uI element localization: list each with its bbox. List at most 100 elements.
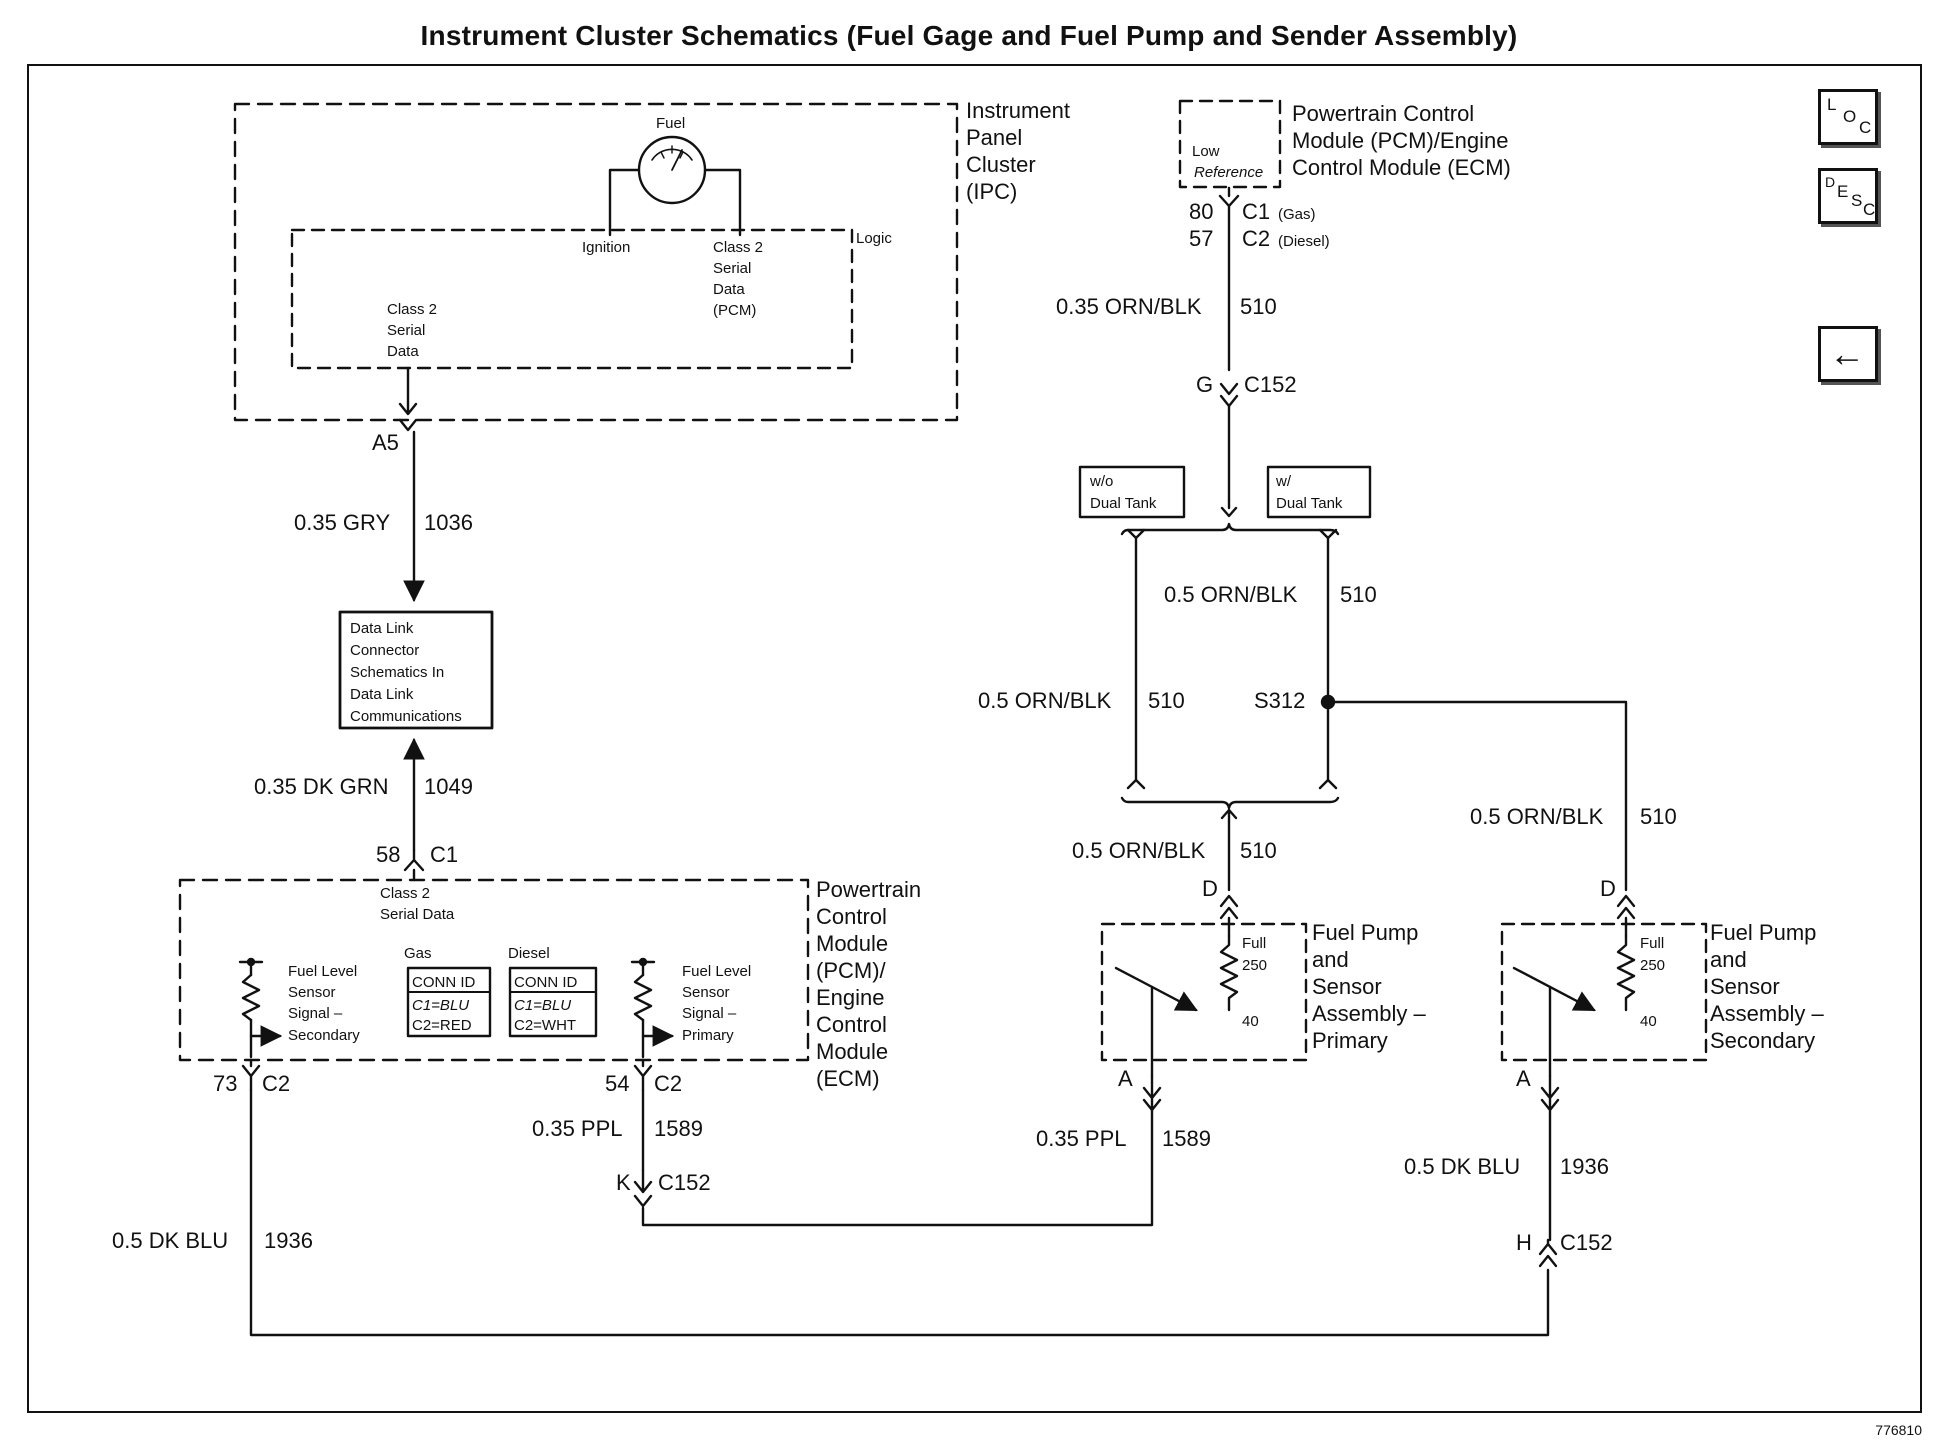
pcm-bottom-name-line7: Module	[816, 1039, 888, 1064]
wire-1036-circuit: 1036	[424, 510, 473, 535]
ipc-name-line1: Instrument	[966, 98, 1070, 123]
s312-branch	[1326, 700, 1628, 892]
class2-pcm-line3: Data	[713, 281, 745, 298]
ipc-outline	[233, 102, 959, 422]
d-secondary-terminal	[1616, 894, 1636, 938]
description-button[interactable]: D E S C	[1818, 168, 1878, 224]
pcm-class2-line2: Serial Data	[380, 906, 455, 923]
class2-pcm-line4: (PCM)	[713, 302, 756, 319]
location-letter-o: O	[1843, 107, 1857, 126]
top-fork	[1120, 498, 1340, 536]
splice-s312-label: S312	[1254, 688, 1305, 713]
gas-conn-row2: C2=RED	[412, 1017, 472, 1034]
wire-1589-left-gauge: 0.35 PPL	[532, 1116, 623, 1141]
diesel-label: Diesel	[508, 945, 550, 962]
wire-510-mid-right-gauge: 0.5 ORN/BLK	[1164, 582, 1298, 607]
wire-510-pump1-circuit: 510	[1240, 838, 1277, 863]
gas-conn-row1: C1=BLU	[412, 997, 469, 1014]
pcm-top-pin-57: 57	[1189, 226, 1213, 251]
pump-secondary-pin-a: A	[1516, 1066, 1531, 1091]
c1-80-terminal	[1218, 186, 1240, 372]
wo-dual-tank-line1: w/o	[1089, 473, 1113, 490]
wo-dual-tank-line2: Dual Tank	[1090, 495, 1157, 512]
pump-secondary-name-line5: Secondary	[1710, 1028, 1815, 1053]
pcm-bottom-pin-58: 58	[376, 842, 400, 867]
location-letter-c: C	[1859, 118, 1872, 137]
class2-pcm-lead	[703, 168, 742, 237]
class2-pcm-line1: Class 2	[713, 239, 763, 256]
wire-1936-left-circuit: 1936	[264, 1228, 313, 1253]
pump-primary-outline	[1100, 922, 1308, 1062]
c152-h-terminal	[1538, 1238, 1558, 1268]
wire-1589-right-gauge: 0.35 PPL	[1036, 1126, 1127, 1151]
pump-secondary-name-line2: and	[1710, 947, 1747, 972]
dlc-line3: Schematics In	[350, 664, 444, 681]
logic-label: Logic	[856, 230, 892, 247]
wire-510-pump2-circuit: 510	[1640, 804, 1677, 829]
gas-label: Gas	[404, 945, 432, 962]
pump-primary-name-line4: Assembly –	[1312, 1001, 1426, 1026]
w-dual-tank-line1: w/	[1275, 473, 1292, 490]
ipc-name-line4: (IPC)	[966, 179, 1017, 204]
diesel-conn-id-table	[508, 966, 598, 1038]
secondary-sensor-line4: Secondary	[288, 1027, 360, 1044]
pcm-top-name-line1: Powertrain Control	[1292, 101, 1474, 126]
pump-primary-full: Full	[1242, 935, 1266, 952]
pcm-top-conn-c1: C1	[1242, 199, 1270, 224]
primary-sensor-line2: Sensor	[682, 984, 730, 1001]
pcm-bottom-name-line2: Control	[816, 904, 887, 929]
w-dual-tank-branch	[1318, 528, 1338, 790]
page-title: Instrument Cluster Schematics (Fuel Gage…	[420, 20, 1518, 51]
wire-1036-gauge: 0.35 GRY	[294, 510, 391, 535]
location-button[interactable]: L O C	[1818, 89, 1878, 145]
w-dual-tank-tag	[1266, 465, 1372, 519]
wire-1049-circuit: 1049	[424, 774, 473, 799]
wire-1936-right-circuit: 1936	[1560, 1154, 1609, 1179]
dlc-line4: Data Link	[350, 686, 414, 703]
pump-primary-name-line5: Primary	[1312, 1028, 1388, 1053]
secondary-sensor-line2: Sensor	[288, 984, 336, 1001]
wire-1589-right-circuit: 1589	[1162, 1126, 1211, 1151]
secondary-sensor-line3: Signal –	[288, 1005, 343, 1022]
description-letter-c: C	[1863, 200, 1876, 219]
class2-line1: Class 2	[387, 301, 437, 318]
ignition-lead	[608, 168, 641, 237]
pump-secondary-outline	[1500, 922, 1708, 1062]
pump-secondary-ohm-hi: 250	[1640, 957, 1665, 974]
pcm-bottom-name-line3: Module	[816, 931, 888, 956]
wire-510-mid-left-gauge: 0.5 ORN/BLK	[978, 688, 1112, 713]
a-primary-terminal	[1142, 1074, 1162, 1112]
dlc-line5: Communications	[350, 708, 462, 725]
wire-1589-run	[641, 1104, 1154, 1227]
c152-g-pin: G	[1196, 372, 1213, 397]
pump-primary-name-line3: Sensor	[1312, 974, 1382, 999]
data-link-connector-box	[338, 610, 494, 730]
conn-c2-secondary: C2	[262, 1071, 290, 1096]
back-arrow-icon: ←	[1829, 333, 1865, 374]
w-dual-tank-line2: Dual Tank	[1276, 495, 1343, 512]
diesel-conn-head: CONN ID	[514, 974, 578, 991]
wire-510-top-circuit: 510	[1240, 294, 1277, 319]
wire-510-pump1-gauge: 0.5 ORN/BLK	[1072, 838, 1206, 863]
wire-1589-left-circuit: 1589	[654, 1116, 703, 1141]
pcm-bottom-name-line5: Engine	[816, 985, 885, 1010]
class2-line3: Data	[387, 343, 419, 360]
low-reference-line1: Low	[1192, 143, 1220, 160]
primary-fuel-level-sender-icon	[1114, 934, 1239, 1078]
wo-dual-tank-branch	[1126, 528, 1146, 790]
pcm-top-outline	[1178, 99, 1282, 189]
description-letter-s: S	[1851, 191, 1863, 210]
fuel-gauge-icon	[637, 135, 707, 205]
gas-conn-head: CONN ID	[412, 974, 476, 991]
pump-primary-ohm-lo: 40	[1242, 1013, 1259, 1030]
pcm-top-conn1-note: (Gas)	[1278, 206, 1316, 223]
pump-secondary-name-line4: Assembly –	[1710, 1001, 1824, 1026]
secondary-sensor-line1: Fuel Level	[288, 963, 357, 980]
bottom-fork	[1120, 796, 1340, 810]
pump-primary-pin-d: D	[1202, 876, 1218, 901]
gas-conn-id-table	[406, 966, 492, 1038]
primary-sensor-line1: Fuel Level	[682, 963, 751, 980]
d-primary-terminal	[1219, 894, 1239, 938]
back-arrow-button[interactable]: ←	[1818, 326, 1878, 382]
